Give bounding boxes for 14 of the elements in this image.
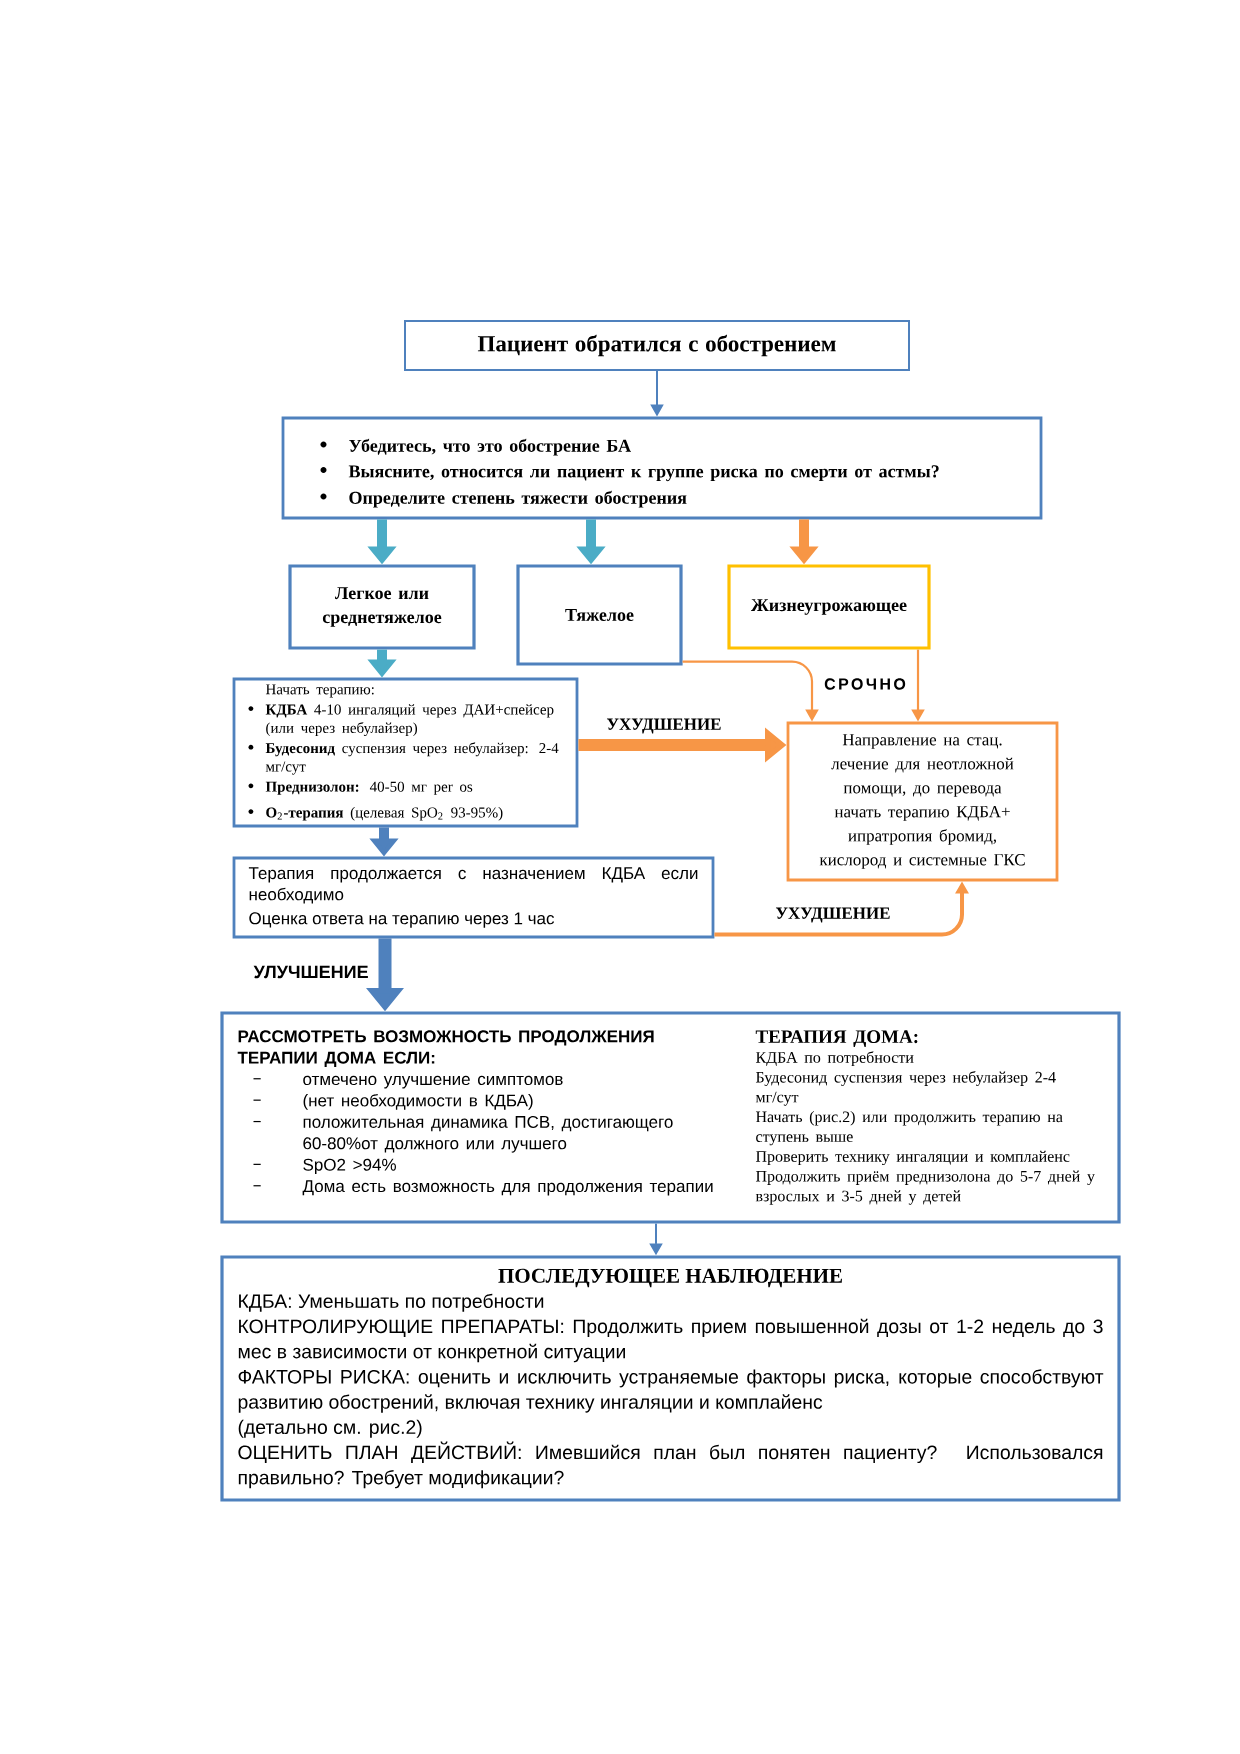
process-box: Терапия продолжается с назначением КДБА если необходимо Оценка ответа на терапию через 1 час xyxy=(232,856,715,939)
edge-label: СРОЧНО xyxy=(821,675,909,693)
process-box: ПОСЛЕДУЮЩЕЕ НАБЛЮДЕНИЕ КДБА: Уменьшать по потребности КОНТРОЛИРУЮЩИЕ ПРЕПАРАТЫ: Продолжить прием повышенной дозы от 1-2 недель до 3 мес в зависимости от конкретной ситуации ФАКТОРЫ РИСКА: оценить и исключить устраняемые факторы риска, которые способствуют развитию обострений, включая технику ингаляции и комплайенс (детально см. рис.2) ОЦЕНИТЬ ПЛАН ДЕЙСТВИЙ: Имевшийся план был понятен пациенту? Использовался правильно? Требует модификации? xyxy=(220,1255,1121,1502)
edge-label: УЛУЧШЕНИЕ xyxy=(250,962,372,982)
edge-label: УХУДШЕНИЕ xyxy=(603,715,725,737)
process-box: Тяжелое xyxy=(516,564,683,666)
process-box: Легкое или среднетяжелое xyxy=(288,564,476,650)
process-box: Пациент обратился с обострением xyxy=(404,320,910,371)
process-box: Убедитесь, что это обострение БА Выясните, относится ли пациент к группе риска по смерти от астмы? Определите степень тяжести обострения xyxy=(281,416,1043,520)
edge-label: УХУДШЕНИЕ xyxy=(772,904,894,926)
process-box: Начать терапию: КДБА 4-10 ингаляций через ДАИ+спейсер (или через небулайзер) Будесонид суспензия через небулайзер: 2-4 мг/сут Преднизолон: 40-50 мг per os O$_{2}$-терапия (целевая SpO$_{2}$ 93-95%) xyxy=(232,677,579,828)
process-box: Направление на стац. лечение для неотложной помощи, до перевода начать терапию КДБА+ ипратропия бромид, кислород и системные ГКС xyxy=(786,721,1059,882)
process-box: РАССМОТРЕТЬ ВОЗМОЖНОСТЬ ПРОДОЛЖЕНИЯ ТЕРАПИИ ДОМА ЕСЛИ: отмечено улучшение симптомов (нет необходимости в КДБА) положительная динамика ПСВ, достигающего 60-80%от должного или лучшего SpO2 >94% Дома есть возможность для продолжения терапии ТЕРАПИЯ ДОМА: КДБА по потребности Будесонид суспензия через небулайзер 2-4 мг/сут Начать (рис.2) или продолжить терапию на ступень выше Проверить технику ингаляции и комплайенс Продолжить приём преднизолона до 5-7 дней у взрослых и 3-5 дней у детей xyxy=(220,1011,1121,1224)
process-box: Жизнеугрожающее xyxy=(727,564,931,650)
